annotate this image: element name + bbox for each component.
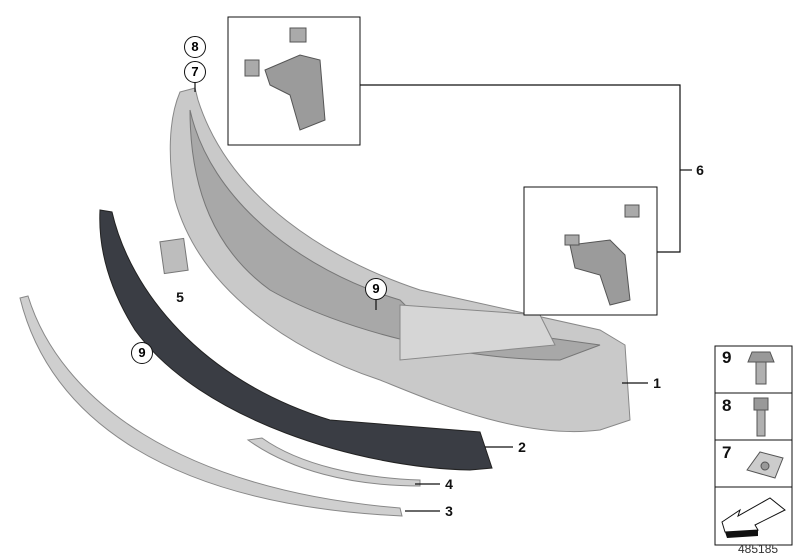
hex-bolt-icon xyxy=(753,397,769,437)
flange-bolt-icon xyxy=(747,351,775,385)
document-number: 485185 xyxy=(738,542,779,556)
callout-9[interactable]: 9 xyxy=(131,342,153,364)
arrow-orientation-icon xyxy=(721,497,786,538)
callout-1[interactable]: 1 xyxy=(653,375,661,391)
clip-part xyxy=(624,204,640,218)
legend-number-9: 9 xyxy=(722,348,732,367)
callout-9[interactable]: 9 xyxy=(365,278,387,300)
clip-nut-icon xyxy=(746,451,784,479)
clip-part xyxy=(244,59,260,77)
trim-strip-4-part[interactable] xyxy=(246,437,421,487)
callout-6[interactable]: 6 xyxy=(696,162,704,178)
callout-4[interactable]: 4 xyxy=(445,476,453,492)
legend-number-7: 7 xyxy=(722,443,732,462)
legend-number-8: 8 xyxy=(722,396,732,415)
clip-part xyxy=(289,27,307,43)
callout-8[interactable]: 8 xyxy=(184,36,206,58)
trim-strip-3-part[interactable] xyxy=(19,295,403,517)
bumper-upper-part xyxy=(399,304,556,361)
callout-5[interactable]: 5 xyxy=(176,289,184,305)
leader-lines xyxy=(194,82,692,512)
bracket-5-part[interactable] xyxy=(159,237,189,275)
bracket-left-part xyxy=(264,54,326,131)
fastener-legend xyxy=(714,345,793,546)
callout-3[interactable]: 3 xyxy=(445,503,453,519)
grille-part[interactable] xyxy=(99,209,493,471)
callout-2[interactable]: 2 xyxy=(518,439,526,455)
clip-part xyxy=(564,234,580,246)
bracket-right-part xyxy=(569,239,631,306)
callout-7[interactable]: 7 xyxy=(184,61,206,83)
